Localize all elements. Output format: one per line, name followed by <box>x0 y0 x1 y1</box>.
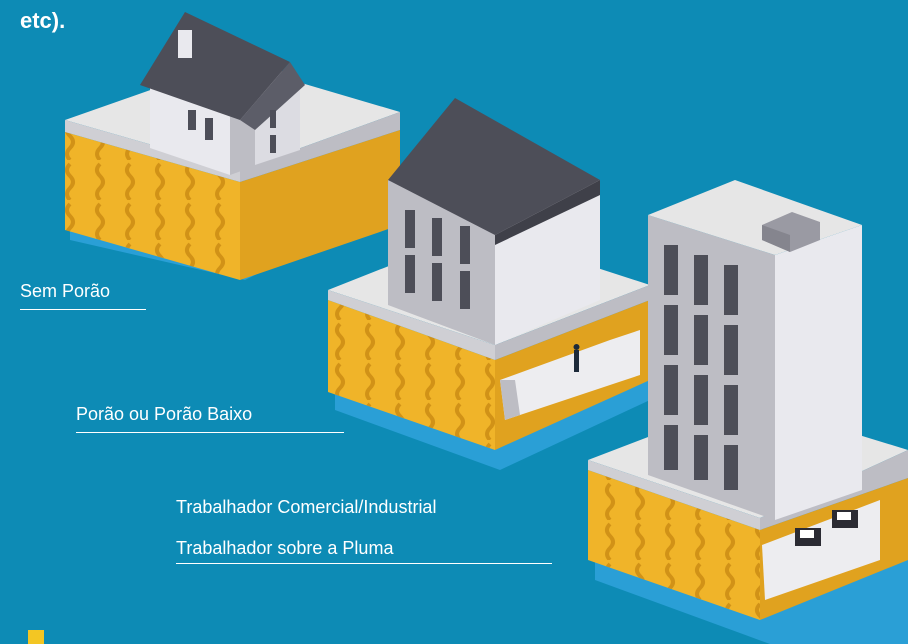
soil-waves <box>65 132 240 280</box>
house-chimney <box>178 30 192 58</box>
platform-commercial <box>588 180 908 644</box>
building-roof <box>388 98 600 235</box>
legend-swatch <box>28 630 44 644</box>
person-figure <box>574 350 579 372</box>
label-commercial-worker: Trabalhador Comercial/Industrial <box>176 497 437 517</box>
platform-no-basement <box>65 12 400 280</box>
label-underline <box>20 309 146 310</box>
label-basement: Porão ou Porão Baixo <box>76 404 253 424</box>
water-layer <box>595 530 908 644</box>
label-no-basement: Sem Porão <box>20 281 111 301</box>
house-roof <box>140 12 290 120</box>
platform-basement <box>328 98 650 470</box>
intro-text-fragment: etc). <box>20 8 66 33</box>
soil-layer-right <box>240 130 400 280</box>
tower-windows <box>664 245 738 490</box>
label-underline <box>76 432 344 433</box>
tower-wall-left <box>648 215 775 520</box>
tower-wall-right <box>775 225 862 520</box>
label-plume-worker: Trabalhador sobre a Pluma <box>176 538 394 558</box>
label-underline <box>176 563 552 564</box>
basement-room <box>500 330 640 420</box>
